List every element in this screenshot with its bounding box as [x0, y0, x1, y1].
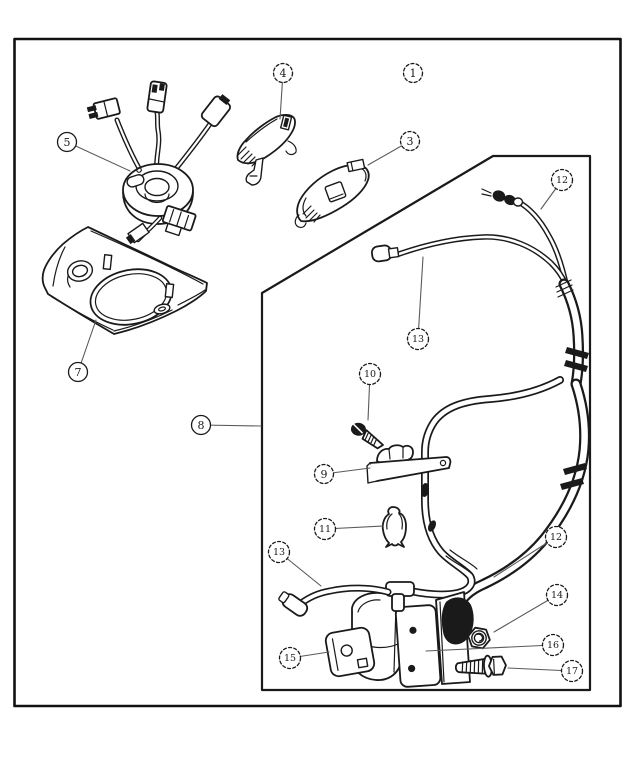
- callout-circle-7: [67, 361, 89, 383]
- callout-12-4: 12: [540, 168, 574, 210]
- callout-13-7: 13: [406, 256, 430, 351]
- callout-number-8: 8: [198, 419, 205, 432]
- hex-bolt-drawing: [454, 654, 507, 678]
- screw-drawing: [350, 422, 384, 450]
- callout-1-0: 1: [402, 62, 424, 84]
- callout-13-12: 13: [267, 540, 322, 587]
- callout-circle-13: [267, 540, 291, 564]
- column-shroud-drawing: [41, 226, 208, 335]
- callout-number-14: 14: [551, 590, 563, 601]
- callout-circle-9: [313, 463, 335, 485]
- lower-wire-connector: [125, 222, 150, 245]
- callout-circle-14: [545, 583, 569, 607]
- callout-5-3: 5: [56, 131, 131, 172]
- callout-circle-16: [541, 633, 565, 657]
- callout-number-16: 16: [547, 640, 559, 651]
- switch-pod-right-drawing: [294, 158, 370, 229]
- callout-circle-11: [313, 517, 337, 541]
- figure-border: [13, 37, 622, 708]
- callout-circle-10: [358, 362, 382, 386]
- cable-13-lower-connector: [278, 591, 309, 617]
- callout-circle-12: [544, 525, 568, 549]
- cable-12-connector: [481, 188, 524, 207]
- callout-number-5: 5: [64, 136, 71, 149]
- leader-line-14: [493, 594, 558, 633]
- callout-7-5: 7: [67, 319, 97, 383]
- callout-number-13: 13: [273, 547, 285, 558]
- callout-circle-15: [278, 646, 302, 670]
- callout-12-11: 12: [493, 525, 568, 578]
- callout-number-12: 12: [550, 532, 562, 543]
- clockspring-drawing: [86, 80, 231, 245]
- callout-circle-4: [272, 62, 294, 84]
- callout-11-10: 11: [313, 517, 384, 541]
- callout-4-1: 4: [272, 62, 294, 120]
- callout-circle-8: [190, 414, 212, 436]
- callout-number-1: 1: [410, 67, 417, 80]
- callout-17-16: 17: [507, 659, 584, 683]
- callout-number-12: 12: [556, 175, 568, 186]
- callout-number-11: 11: [319, 524, 331, 535]
- leader-line-16: [425, 644, 554, 652]
- callout-number-15: 15: [284, 653, 296, 664]
- wire-connector-left: [86, 97, 121, 120]
- switch-pod-left-drawing: [236, 113, 297, 186]
- callout-circle-12: [550, 168, 574, 192]
- callout-16-15: 16: [425, 633, 565, 657]
- wire-connector-top: [146, 80, 168, 114]
- callout-15-14: 15: [278, 646, 330, 670]
- clockspring-lower-tab: [161, 205, 197, 237]
- callout-number-9: 9: [321, 468, 328, 481]
- leader-line-13: [417, 256, 424, 340]
- callout-circle-17: [560, 659, 584, 683]
- callout-8-6: 8: [190, 414, 262, 436]
- leader-line-12: [493, 536, 557, 578]
- callout-number-17: 17: [566, 666, 578, 677]
- ignition-switch-assembly-drawing: [278, 581, 507, 688]
- wire-connector-right: [200, 94, 231, 128]
- callout-number-7: 7: [75, 366, 82, 379]
- callout-number-3: 3: [407, 135, 414, 148]
- callout-3-2: 3: [367, 130, 421, 166]
- callout-14-13: 14: [493, 583, 569, 633]
- callout-number-13: 13: [412, 334, 424, 345]
- cable-13-upper-connector: [370, 244, 400, 263]
- callout-9-9: 9: [313, 463, 371, 485]
- callout-10-8: 10: [358, 362, 382, 421]
- callout-circle-1: [402, 62, 424, 84]
- clamp-bracket-drawing: [366, 444, 452, 484]
- callout-circle-13: [406, 327, 430, 351]
- callout-number-4: 4: [280, 67, 287, 80]
- callout-number-10: 10: [364, 369, 376, 380]
- retainer-clip-drawing: [381, 506, 407, 548]
- inset-panel-outline: [260, 154, 592, 692]
- callout-circle-3: [399, 130, 421, 152]
- callout-circle-5: [56, 131, 78, 153]
- leader-line-5: [66, 141, 131, 172]
